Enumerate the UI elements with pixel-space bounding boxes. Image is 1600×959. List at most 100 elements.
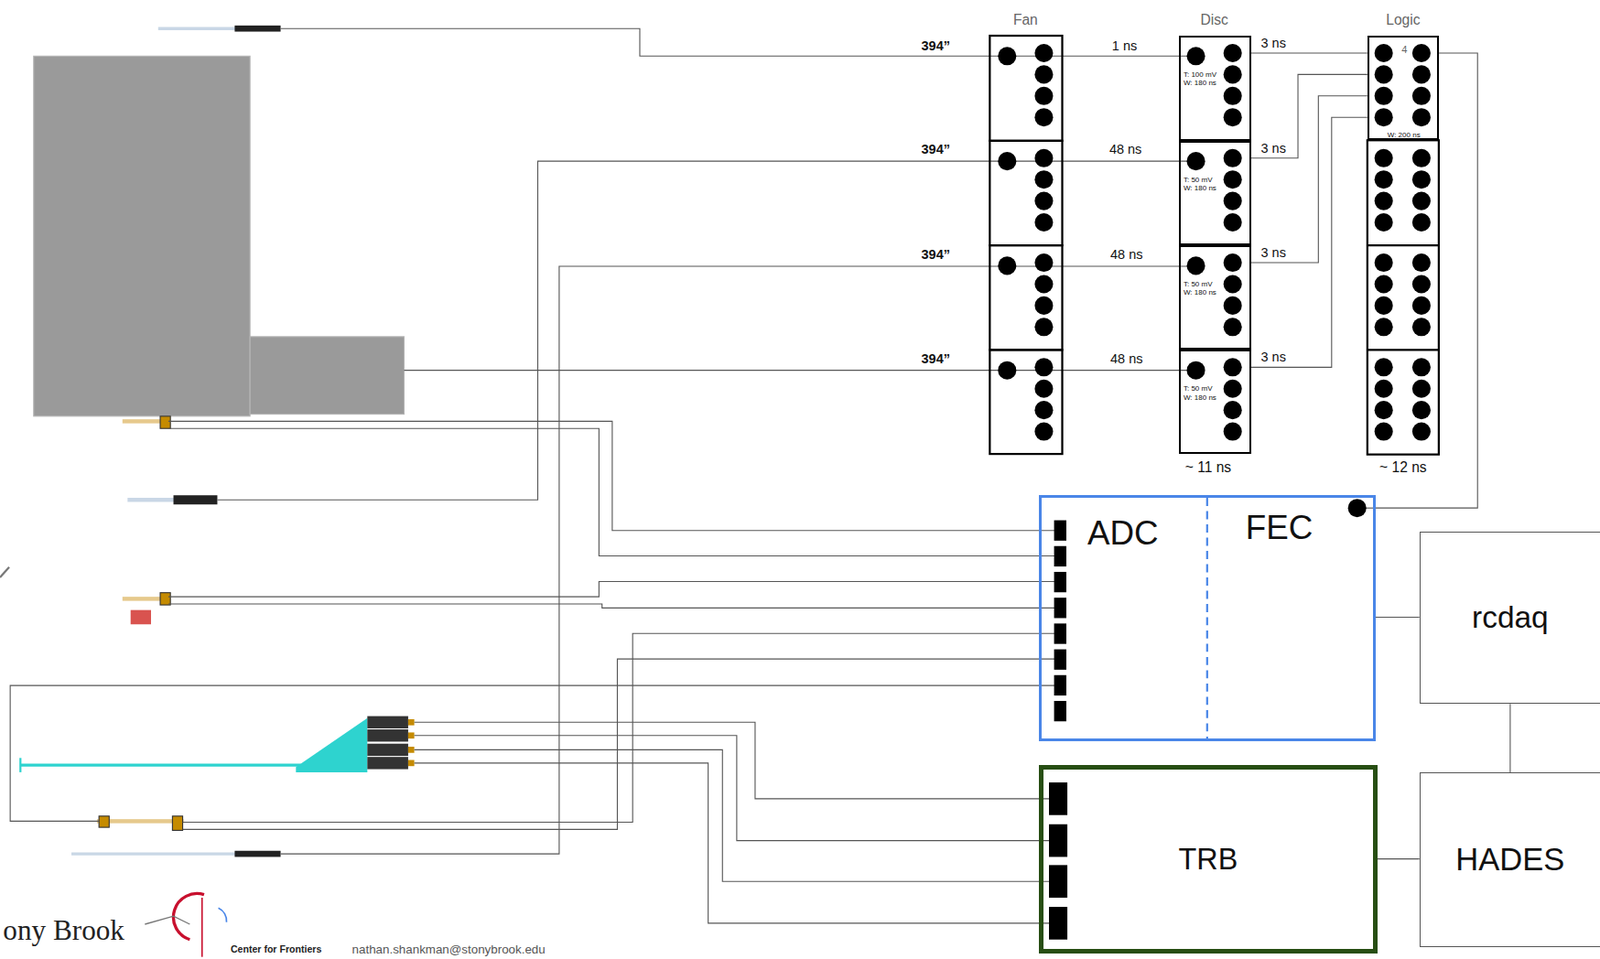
cable-stub	[0, 567, 10, 578]
connector-tip	[408, 760, 415, 768]
channel-dot	[1223, 400, 1243, 420]
sipm-connector	[98, 816, 109, 828]
wire	[414, 749, 1052, 882]
pmt	[234, 25, 281, 33]
discriminator-module: T: 100 mVW: 180 ns	[1178, 35, 1252, 141]
adc-port	[1054, 520, 1067, 541]
channel-dot	[1412, 379, 1431, 399]
fiber	[20, 763, 302, 767]
channel-dot	[1034, 192, 1053, 211]
channel-dot	[1034, 253, 1053, 272]
fiber-connector	[367, 756, 409, 769]
logo-mark	[144, 916, 190, 925]
channel-dot	[1187, 361, 1206, 380]
channel-dot	[1412, 317, 1431, 336]
discriminator-module: T: 50 mVW: 180 ns	[1178, 140, 1252, 246]
channel-dot	[1374, 274, 1394, 293]
channel-dot	[1034, 64, 1053, 84]
trb-port	[1048, 907, 1068, 941]
channel-dot	[1374, 296, 1394, 315]
sipm-connector	[160, 593, 171, 606]
channel-dot	[1374, 149, 1394, 168]
wire	[168, 428, 1057, 556]
signal-cable	[1375, 616, 1420, 618]
channel-dot	[1223, 86, 1243, 106]
scintillator-panel	[33, 55, 250, 417]
node-text: W: 180 ns	[1183, 184, 1217, 194]
channel-dot	[1034, 213, 1053, 232]
channel-dot	[1412, 296, 1431, 315]
latency-label: ~ 12 ns	[1379, 459, 1428, 476]
wire	[403, 369, 1196, 371]
channel-dot	[1034, 108, 1053, 127]
connector-tip	[408, 732, 415, 739]
channel-dots	[997, 43, 1431, 442]
wire	[183, 659, 1057, 830]
contact-email: nathan.shankman@stonybrook.edu	[352, 942, 546, 957]
channel-dot	[997, 361, 1017, 380]
signal-cable	[1251, 52, 1368, 54]
channel-dot	[1223, 253, 1243, 272]
channel-dot	[1412, 357, 1431, 377]
daq-box: rcdaq	[1419, 531, 1600, 704]
delay-label: 48 ns	[1110, 246, 1143, 262]
delay-label: 48 ns	[1110, 351, 1143, 368]
pmt	[173, 495, 218, 505]
channel-dot	[1374, 357, 1394, 377]
cable-length: 394”	[921, 351, 951, 368]
channel-dot	[997, 151, 1017, 171]
channel-dot	[1034, 86, 1053, 106]
channel-dot	[1374, 213, 1394, 232]
channel-dot	[1412, 43, 1431, 63]
wire	[168, 604, 1057, 608]
connector-tip	[408, 719, 415, 726]
channel-dot	[1034, 274, 1053, 293]
channel-dot	[1223, 170, 1243, 189]
sipm-board	[97, 819, 184, 823]
channel-dot	[1187, 151, 1206, 171]
channel-dot	[1412, 274, 1431, 293]
logic-module: 4W: 200 ns	[1367, 35, 1439, 141]
channel-dot	[1034, 379, 1053, 399]
channel-dot	[997, 46, 1017, 65]
adc-port	[1054, 546, 1067, 567]
fan-module	[989, 35, 1062, 141]
delay-label: 3 ns	[1259, 349, 1288, 366]
channel-dot	[1223, 43, 1243, 63]
node-text: W: 180 ns	[1183, 289, 1217, 298]
logo-text: ony Brook	[2, 914, 125, 948]
channel-dot	[1223, 422, 1243, 442]
channel-dot	[1034, 43, 1053, 63]
channel-dot	[1374, 64, 1394, 84]
channel-dot	[1034, 357, 1053, 377]
channel-dot	[1412, 149, 1431, 168]
wire	[168, 421, 1057, 530]
channel-dot	[1034, 149, 1053, 168]
discriminator-module: T: 50 mVW: 180 ns	[1178, 245, 1252, 350]
channel-dot	[1412, 253, 1431, 272]
cable-length: 394”	[921, 140, 951, 157]
column-heading: Logic	[1385, 11, 1420, 29]
channel-dot	[1223, 64, 1243, 84]
node-text: T: 50 mV	[1183, 176, 1213, 185]
pmt-guide	[158, 27, 238, 31]
channel-dot	[1374, 400, 1394, 420]
channel-dot	[997, 256, 1017, 275]
adc-port	[1054, 623, 1067, 644]
wire	[168, 581, 1057, 597]
node-text: HADES	[1455, 843, 1565, 876]
light-guide	[249, 336, 404, 415]
wire	[414, 763, 1052, 924]
pmt-guide	[71, 852, 238, 855]
node-text: W: 180 ns	[1183, 394, 1217, 403]
channel-dot	[1412, 64, 1431, 84]
column-heading: Fan	[1013, 11, 1038, 29]
sipm-connector	[160, 416, 171, 429]
channel-dot	[1223, 317, 1243, 336]
wires	[10, 28, 1376, 924]
channel-dot	[1412, 86, 1431, 106]
signal-cable	[1377, 858, 1420, 860]
node-text: T: 50 mV	[1183, 385, 1213, 394]
